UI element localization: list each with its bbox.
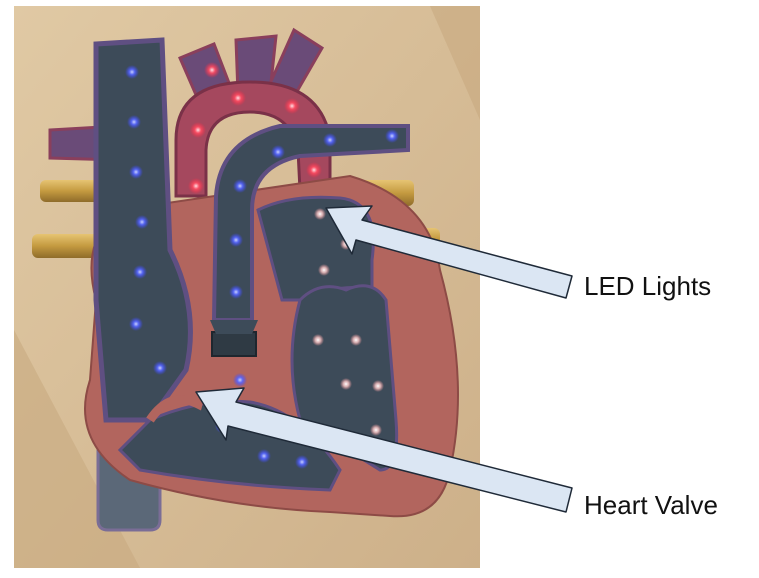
led-light [190, 122, 206, 138]
led-lights-label: LED Lights [584, 271, 712, 301]
led-light [230, 90, 246, 106]
led-light [188, 178, 204, 194]
led-light [229, 233, 243, 247]
led-light [314, 208, 326, 220]
led-light [306, 162, 322, 178]
led-lights-red [188, 62, 322, 194]
led-light [233, 373, 247, 387]
backdrop-shading [430, 6, 480, 120]
led-light [323, 133, 337, 147]
led-light [350, 334, 362, 346]
led-light [340, 378, 352, 390]
led-light [284, 98, 300, 114]
led-light [129, 165, 143, 179]
pulmonary-valve [211, 331, 257, 357]
heart-valve-label: Heart Valve [584, 490, 718, 520]
led-light [372, 380, 384, 392]
led-light [370, 424, 382, 436]
led-light [233, 179, 247, 193]
led-light [135, 215, 149, 229]
led-light [295, 455, 309, 469]
heart-valve-arrow [195, 387, 573, 513]
led-light [318, 264, 330, 276]
led-light [385, 129, 399, 143]
pulmonary-artery [211, 124, 410, 322]
led-light [129, 317, 143, 331]
led-light [127, 115, 141, 129]
led-light [125, 65, 139, 79]
led-lights-pink [312, 208, 384, 436]
pulmonary-valve-leaflet [210, 320, 258, 334]
led-light [257, 449, 271, 463]
led-light [133, 265, 147, 279]
led-light [204, 62, 220, 78]
led-light [153, 361, 167, 375]
led-light [271, 145, 285, 159]
led-lights-arrow [325, 205, 573, 299]
led-light [229, 285, 243, 299]
led-light [312, 334, 324, 346]
